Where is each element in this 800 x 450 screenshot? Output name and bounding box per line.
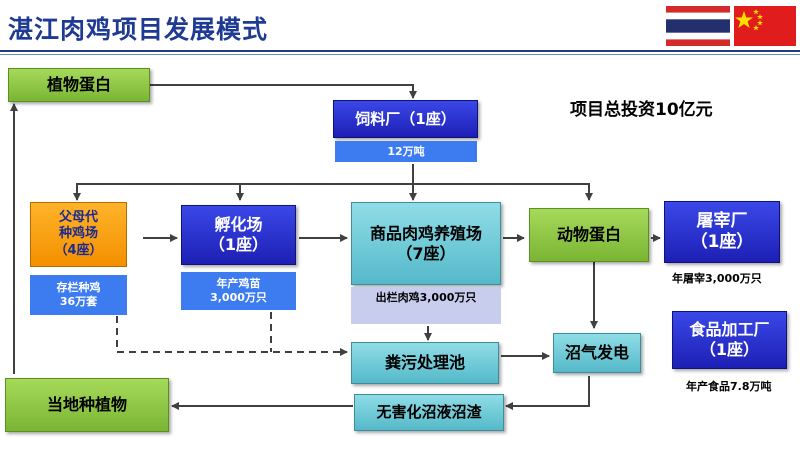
arrow-feed-to-animal xyxy=(413,183,593,201)
node-slaughterhouse: 屠宰厂 （1座） xyxy=(664,201,780,263)
node-local-crops: 当地种植物 xyxy=(5,378,169,432)
node-manure-pool: 粪污处理池 xyxy=(351,342,499,384)
node-residue: 无害化沼液沼渣 xyxy=(354,394,504,431)
feed-mill-capacity: 12万吨 xyxy=(335,141,477,162)
node-broiler-farm: 商品肉鸡养殖场 （7座） xyxy=(351,202,501,285)
thailand-flag xyxy=(666,6,730,46)
investment-label: 项目总投资10亿元 xyxy=(570,100,713,120)
node-feed-mill: 饲料厂（1座） xyxy=(333,100,478,138)
arrow-feed-to-parent xyxy=(73,183,413,201)
slaughter-capacity: 年屠宰3,000万只 xyxy=(672,272,762,285)
node-parent-farm: 父母代 种鸡场 （4座） xyxy=(30,202,127,267)
parent-farm-stock: 存栏种鸡 36万套 xyxy=(30,275,127,315)
broiler-output: 出栏肉鸡3,000万只 xyxy=(351,287,501,324)
arrow-plant-to-feed xyxy=(150,84,417,99)
china-flag xyxy=(734,6,796,46)
node-food-plant: 食品加工厂 （1座） xyxy=(672,311,787,369)
title-divider xyxy=(0,50,800,52)
node-hatchery: 孵化场 （1座） xyxy=(181,205,296,265)
node-plant-protein: 植物蛋白 xyxy=(8,68,150,102)
hatchery-output: 年产鸡苗 3,000万只 xyxy=(181,272,296,310)
arrow-biogas-to-residue xyxy=(505,376,590,410)
page-title: 湛江肉鸡项目发展模式 xyxy=(8,15,269,44)
food-output: 年产食品7.8万吨 xyxy=(686,380,772,393)
title-divider-thin xyxy=(0,54,800,55)
dashed-parent-to-manure xyxy=(116,316,348,356)
node-biogas: 沼气发电 xyxy=(553,333,641,373)
node-animal-protein: 动物蛋白 xyxy=(529,208,649,262)
